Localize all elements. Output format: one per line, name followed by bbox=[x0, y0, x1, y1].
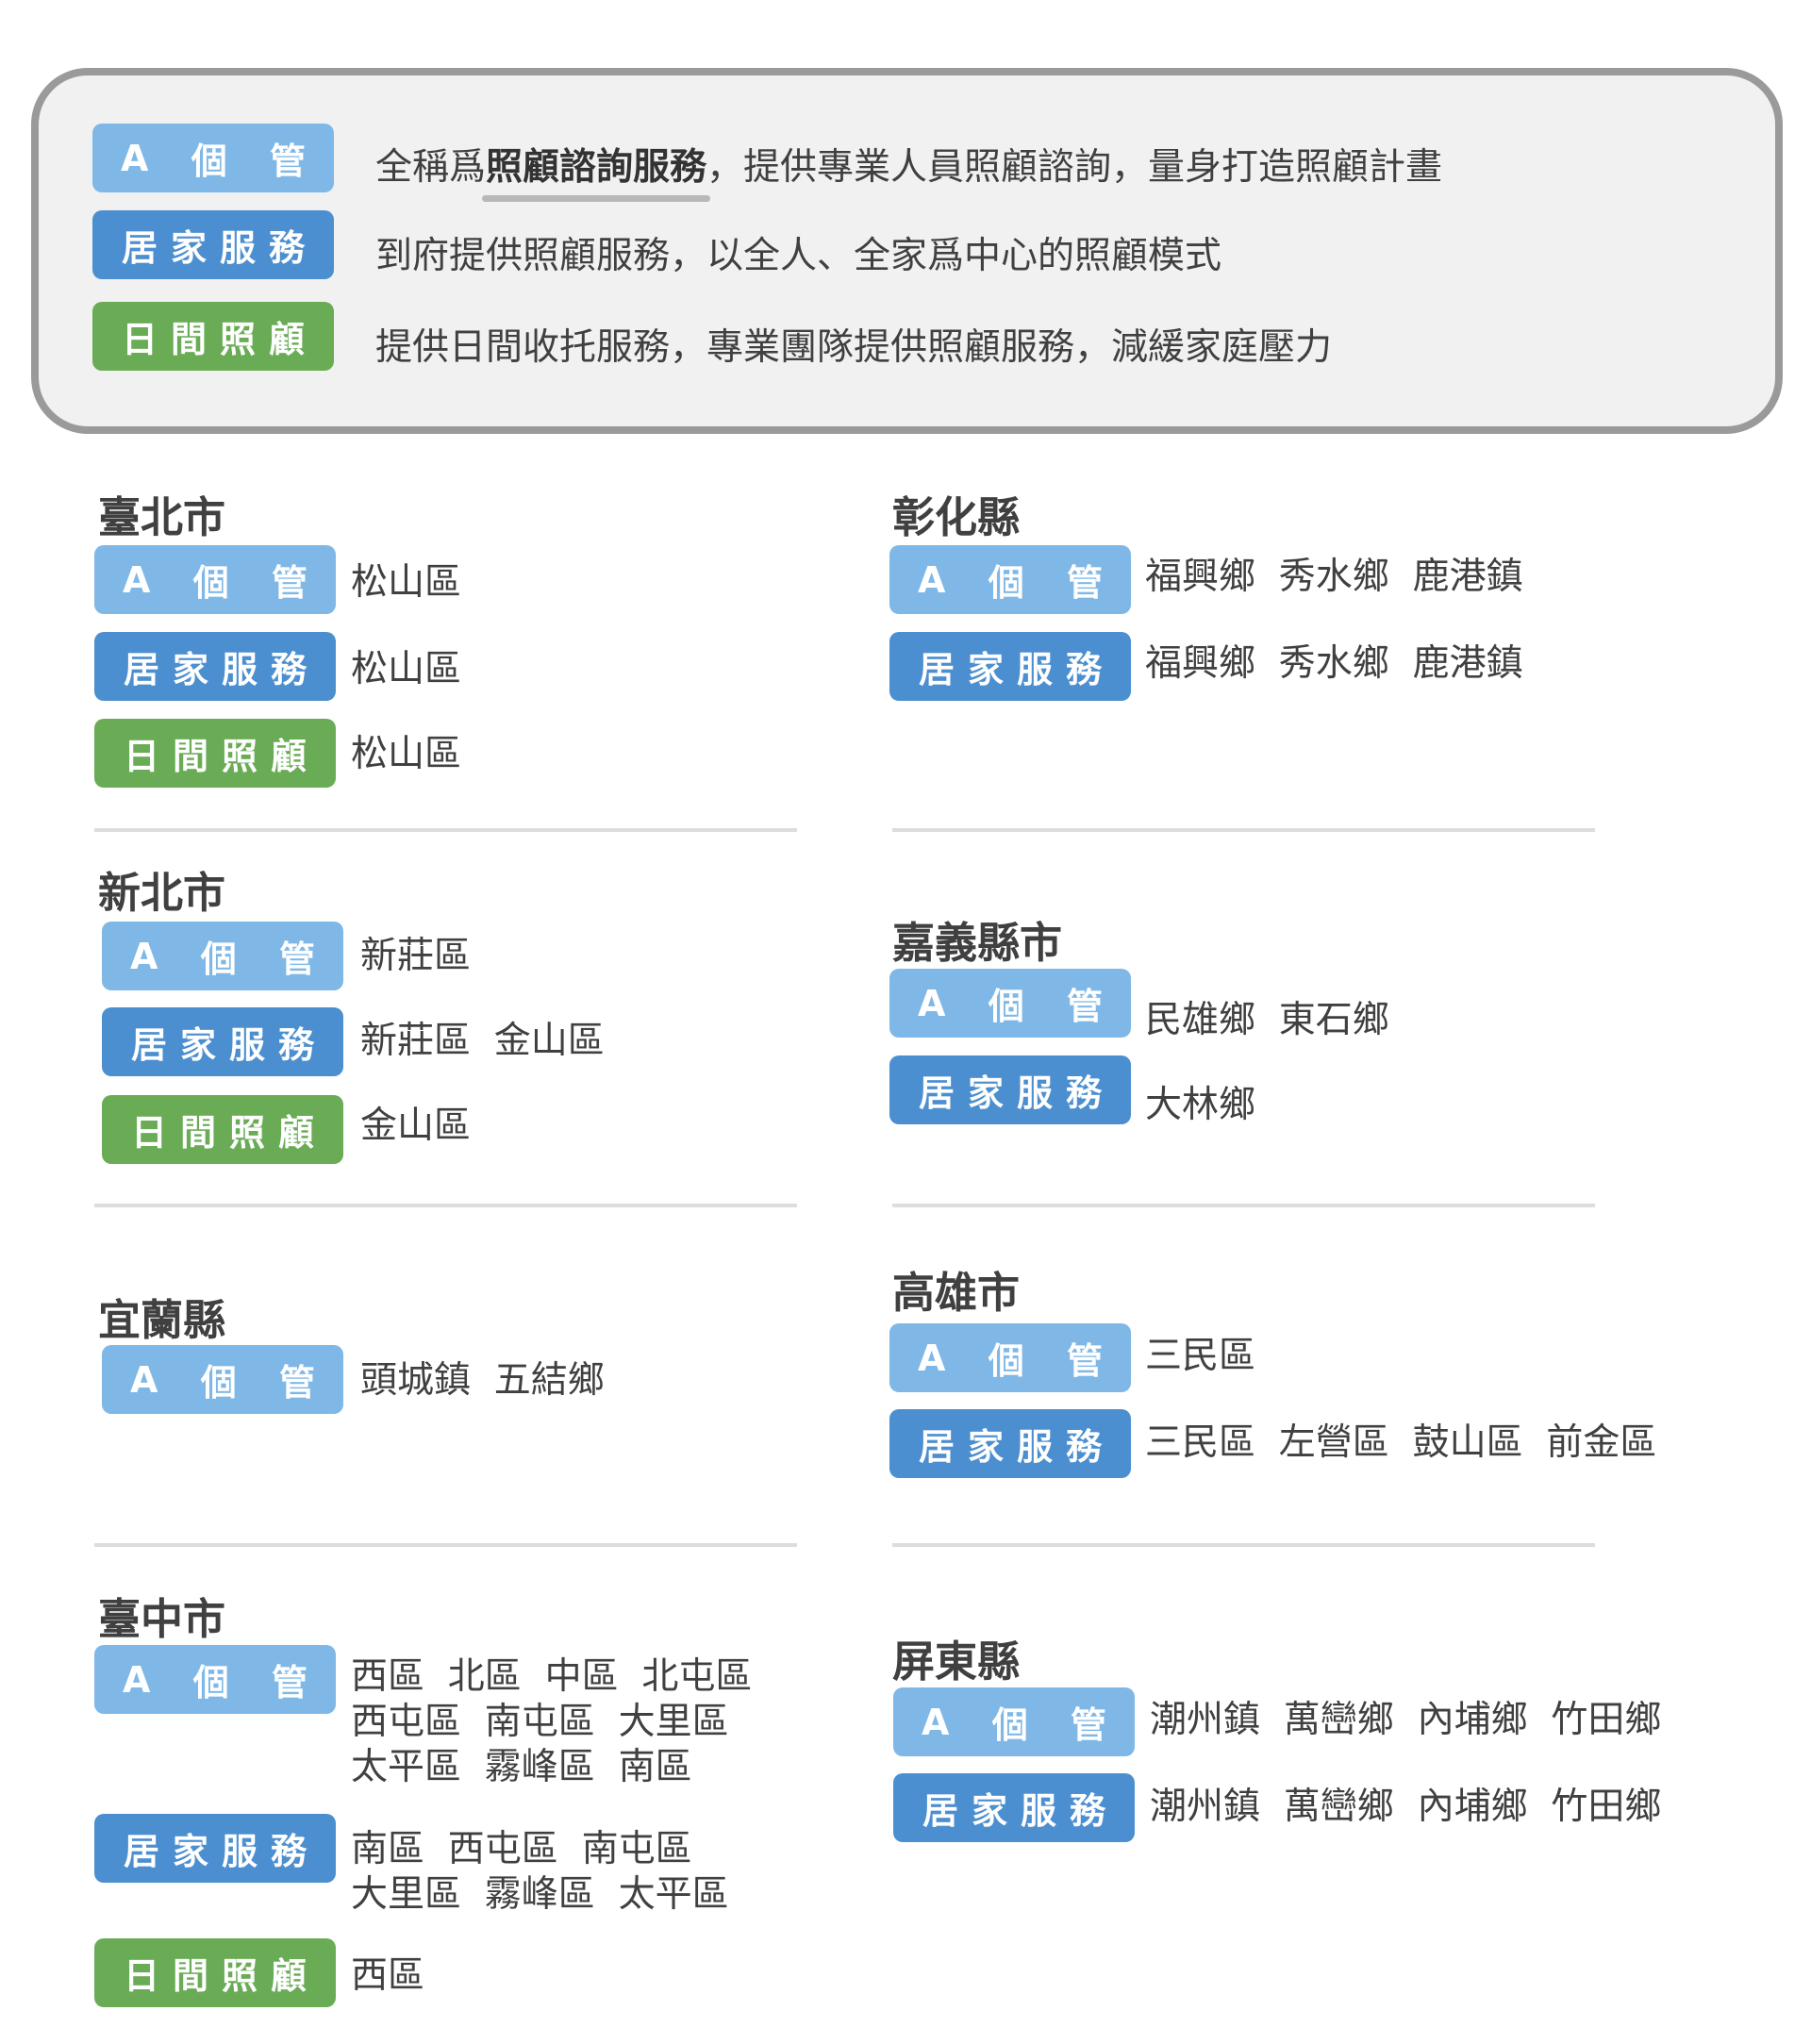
badge-char: 個 bbox=[988, 562, 1024, 604]
badge-day-care: 日間照顧 bbox=[94, 719, 336, 788]
divider bbox=[892, 1543, 1595, 1547]
badge-char: 管 bbox=[271, 1662, 307, 1703]
kaohsiung-home-areas: 三民區 左營區 鼓山區 前金區 bbox=[1145, 1421, 1657, 1464]
legend-a-description: 全稱爲照顧諮詢服務，提供專業人員照顧諮詢，量身打造照顧計畫 bbox=[375, 138, 1442, 191]
badge-home-service: 居家服務 bbox=[893, 1773, 1135, 1842]
divider bbox=[892, 828, 1595, 832]
badge-char: 管 bbox=[1066, 562, 1103, 604]
legend-a-suffix: ，提供專業人員照顧諮詢，量身打造照顧計畫 bbox=[706, 146, 1443, 189]
badge-home-service: 居家服務 bbox=[889, 1409, 1131, 1478]
badge-char: 管 bbox=[269, 141, 306, 182]
badge-letter: A bbox=[918, 982, 946, 1024]
pingtung-a-areas: 潮州鎮 萬巒鄉 內埔鄉 竹田鄉 bbox=[1150, 1699, 1662, 1741]
badge-char: 個 bbox=[991, 1704, 1028, 1746]
legend-day-description: 提供日間收托服務，專業團隊提供照顧服務，減緩家庭壓力 bbox=[375, 326, 1333, 369]
badge-letter: A bbox=[918, 558, 946, 601]
region-title-chiayi: 嘉義縣市 bbox=[892, 918, 1063, 968]
badge-letter: A bbox=[130, 935, 158, 977]
taichung-home-areas: 南區 西屯區 南屯區 大里區 霧峰區 太平區 bbox=[351, 1828, 729, 1916]
badge-day-care: 日間照顧 bbox=[92, 302, 334, 371]
badge-char: 個 bbox=[192, 562, 229, 604]
changhua-a-areas: 福興鄉 秀水鄉 鹿港鎮 bbox=[1145, 556, 1523, 598]
legend-a-prefix: 全稱爲 bbox=[375, 146, 487, 189]
badge-home-service: 居家服務 bbox=[889, 1055, 1131, 1124]
badge-day-care: 日間照顧 bbox=[94, 1938, 336, 2007]
badge-letter: A bbox=[922, 1701, 950, 1743]
region-title-yilan: 宜蘭縣 bbox=[98, 1295, 226, 1345]
region-title-newtaipei: 新北市 bbox=[98, 868, 226, 918]
badge-a-case-management: A 個管 bbox=[102, 922, 343, 990]
badge-char: 個 bbox=[200, 939, 237, 980]
region-title-kaohsiung: 高雄市 bbox=[892, 1268, 1021, 1318]
region-title-pingtung: 屏東縣 bbox=[892, 1637, 1021, 1687]
region-title-taichung: 臺中市 bbox=[98, 1594, 226, 1644]
taipei-a-areas: 松山區 bbox=[351, 561, 462, 604]
region-title-taipei: 臺北市 bbox=[98, 492, 226, 542]
kaohsiung-a-areas: 三民區 bbox=[1145, 1335, 1256, 1377]
badge-char: 個 bbox=[988, 1340, 1024, 1382]
badge-char: 個 bbox=[192, 1662, 229, 1703]
badge-char: 管 bbox=[1066, 986, 1103, 1027]
pingtung-home-areas: 潮州鎮 萬巒鄉 內埔鄉 竹田鄉 bbox=[1150, 1786, 1662, 1828]
badge-a-case-management: A 個 管 bbox=[92, 124, 334, 192]
newtaipei-home-areas: 新莊區 金山區 bbox=[360, 1020, 605, 1062]
taipei-day-areas: 松山區 bbox=[351, 733, 462, 775]
divider bbox=[94, 1204, 797, 1207]
newtaipei-day-areas: 金山區 bbox=[360, 1105, 472, 1147]
taichung-day-areas: 西區 bbox=[351, 1954, 425, 1997]
badge-home-service: 居家服務 bbox=[94, 632, 336, 701]
taichung-a-areas: 西區 北區 中區 北屯區 西屯區 南屯區 大里區 太平區 霧峰區 南區 bbox=[351, 1655, 753, 1788]
divider bbox=[94, 828, 797, 832]
newtaipei-a-areas: 新莊區 bbox=[360, 935, 472, 977]
badge-home-service: 居家服務 bbox=[889, 632, 1131, 701]
taipei-home-areas: 松山區 bbox=[351, 648, 462, 690]
badge-char: 管 bbox=[278, 1362, 315, 1404]
badge-letter: A bbox=[123, 558, 151, 601]
badge-home-service: 居家服務 bbox=[94, 1814, 336, 1883]
badge-letter: A bbox=[918, 1337, 946, 1379]
badge-letter: A bbox=[121, 137, 149, 179]
changhua-home-areas: 福興鄉 秀水鄉 鹿港鎮 bbox=[1145, 642, 1523, 685]
divider bbox=[94, 1543, 797, 1547]
badge-home-service: 居家服務 bbox=[102, 1007, 343, 1076]
region-title-changhua: 彰化縣 bbox=[892, 492, 1021, 542]
badge-day-care: 日間照顧 bbox=[102, 1095, 343, 1164]
yilan-a-areas: 頭城鎮 五結鄉 bbox=[360, 1359, 605, 1402]
chiayi-a-areas: 民雄鄉 東石鄉 bbox=[1145, 999, 1389, 1041]
badge-letter: A bbox=[123, 1658, 151, 1701]
badge-letter: A bbox=[130, 1358, 158, 1401]
legend-home-description: 到府提供照顧服務，以全人、全家爲中心的照顧模式 bbox=[375, 235, 1222, 277]
divider bbox=[892, 1204, 1595, 1207]
badge-char: 個 bbox=[200, 1362, 237, 1404]
chiayi-home-areas: 大林鄉 bbox=[1145, 1084, 1256, 1126]
badge-home-service: 居家服務 bbox=[92, 210, 334, 279]
badge-char: 個 bbox=[191, 141, 227, 182]
badge-char: 個 bbox=[988, 986, 1024, 1027]
badge-char: 管 bbox=[278, 939, 315, 980]
legend-a-highlight: 照顧諮詢服務 bbox=[486, 146, 707, 189]
badge-char: 管 bbox=[1070, 1704, 1106, 1746]
badge-char: 管 bbox=[271, 562, 307, 604]
badge-char: 管 bbox=[1066, 1340, 1103, 1382]
